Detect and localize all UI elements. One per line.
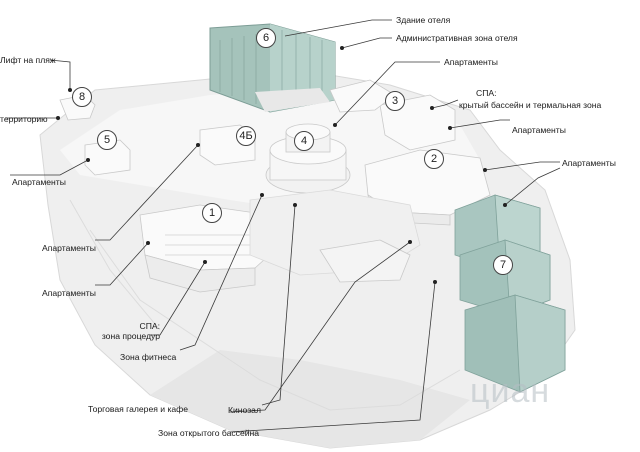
label-beach-lift: Лифт на пляж bbox=[0, 55, 56, 65]
label-apartments-left-3: Апартаменты bbox=[42, 288, 96, 298]
label-hotel-building: Здание отеля bbox=[396, 15, 450, 25]
label-fitness: Зона фитнеса bbox=[120, 352, 176, 362]
label-open-pool: Зона открытого бассейна bbox=[158, 428, 259, 438]
label-territory: территорию bbox=[0, 114, 48, 124]
label-apartments-left-2: Апартаменты bbox=[42, 243, 96, 253]
label-gallery-cafe: Торговая галерея и кафе bbox=[88, 404, 188, 414]
label-apartments-top: Апартаменты bbox=[444, 57, 498, 67]
badge-7: 7 bbox=[493, 255, 513, 275]
badge-6: 6 bbox=[256, 28, 276, 48]
label-apartments-right-1: Апартаменты bbox=[512, 125, 566, 135]
badge-1: 1 bbox=[202, 203, 222, 223]
label-spa-proc-2: зона процедур bbox=[40, 331, 160, 341]
label-spa-proc-1: СПА: bbox=[80, 321, 160, 331]
badge-3: 3 bbox=[385, 91, 405, 111]
watermark: циан bbox=[470, 372, 550, 411]
badge-4b: 4Б bbox=[236, 126, 256, 146]
badge-5: 5 bbox=[97, 130, 117, 150]
badge-2: 2 bbox=[424, 149, 444, 169]
label-cinema: Кинозал bbox=[228, 405, 261, 415]
badge-4: 4 bbox=[294, 131, 314, 151]
label-apartments-right-2: Апартаменты bbox=[562, 158, 616, 168]
badge-8: 8 bbox=[72, 87, 92, 107]
label-spa-pool-2: крытый бассейн и термальная зона bbox=[459, 100, 601, 110]
label-spa-pool-1: СПА: bbox=[476, 88, 497, 98]
label-admin-zone: Административная зона отеля bbox=[396, 33, 518, 43]
label-apartments-left-1: Апартаменты bbox=[12, 177, 66, 187]
